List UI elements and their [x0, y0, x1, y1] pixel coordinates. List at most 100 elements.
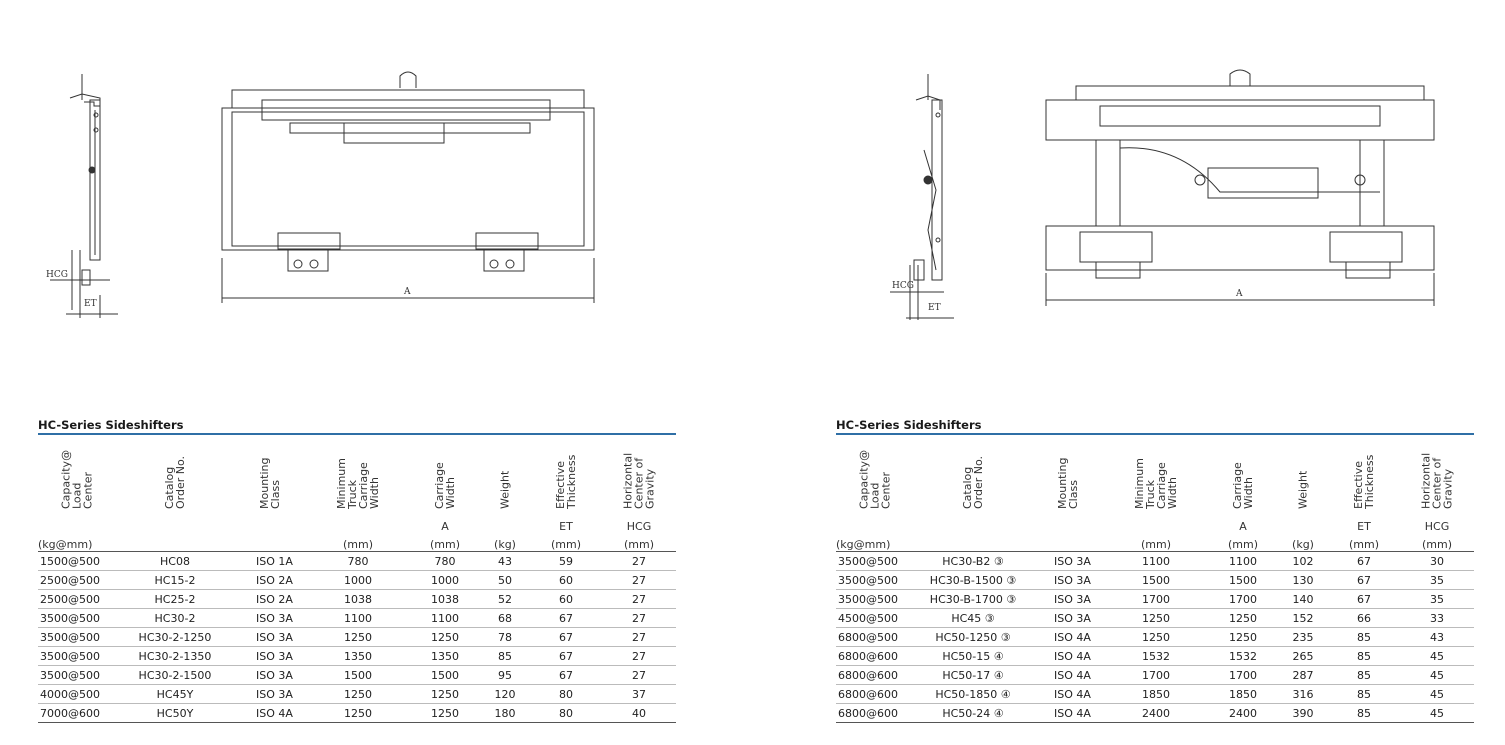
col-unit	[234, 533, 306, 552]
col-letter: A	[441, 520, 449, 533]
table-cell: 80	[530, 703, 602, 723]
table-cell: HC30-B-1500 ③	[914, 570, 1032, 590]
table-cell: 3500@500	[836, 589, 914, 609]
table-cell: 33	[1400, 608, 1474, 628]
table-cell: 67	[530, 665, 602, 685]
table-cell: 152	[1278, 608, 1328, 628]
table-cell: 85	[1328, 646, 1400, 666]
table-cell: 27	[602, 589, 676, 609]
table-cell: 60	[530, 570, 602, 590]
col-letter	[116, 517, 234, 533]
table-cell: 1500	[1104, 570, 1208, 590]
table-cell: 1500	[1208, 570, 1278, 590]
col-header-capacity: Capacity@ Load Center	[59, 449, 95, 509]
table-cell: 1100	[306, 608, 410, 628]
col-header-capacity: Capacity@ Load Center	[857, 449, 893, 509]
table-cell: 1038	[410, 589, 480, 609]
table-cell: HC50-24 ④	[914, 703, 1032, 723]
table-cell: 1250	[306, 627, 410, 647]
col-unit: (mm)	[1400, 533, 1474, 552]
table-cell: 1700	[1104, 589, 1208, 609]
table-cell: ISO 4A	[1032, 627, 1104, 647]
table-cell: 3500@500	[38, 627, 116, 647]
table-cell: HC50Y	[116, 703, 234, 723]
table-cell: ISO 3A	[1032, 551, 1104, 571]
table-cell: 27	[602, 627, 676, 647]
table-cell: 68	[480, 608, 530, 628]
col-letter	[914, 517, 1032, 533]
col-header-min-width: Minimum Truck Carriage Width	[335, 458, 381, 509]
col-unit: (kg@mm)	[38, 533, 116, 552]
table-cell: 52	[480, 589, 530, 609]
table-cell: 1500@500	[38, 551, 116, 571]
table-cell: 1250	[306, 703, 410, 723]
table-cell: 3500@500	[38, 665, 116, 685]
table-cell: 7000@600	[38, 703, 116, 723]
dim-et-label: ET	[84, 299, 97, 309]
table-cell: ISO 2A	[234, 589, 306, 609]
table-cell: 1100	[1104, 551, 1208, 571]
col-letter: HCG	[626, 520, 652, 533]
col-letter	[480, 517, 530, 533]
table-cell: 3500@500	[836, 551, 914, 571]
table-cell: 1250	[1208, 608, 1278, 628]
table-cell: 1250	[1208, 627, 1278, 647]
col-header-thickness: Effective Thickness	[554, 454, 578, 509]
title-rule	[38, 433, 676, 435]
table-cell: 180	[480, 703, 530, 723]
table-cell: 45	[1400, 703, 1474, 723]
table-cell: 85	[1328, 627, 1400, 647]
col-unit: (mm)	[410, 533, 480, 552]
table-cell: ISO 3A	[234, 684, 306, 704]
table-cell: 45	[1400, 646, 1474, 666]
table-cell: 1850	[1104, 684, 1208, 704]
col-letter	[1032, 517, 1104, 533]
col-unit: (mm)	[306, 533, 410, 552]
right-front-view-drawing: A	[1040, 68, 1440, 313]
col-letter	[306, 517, 410, 533]
table-cell: 66	[1328, 608, 1400, 628]
table-cell: 85	[480, 646, 530, 666]
table-cell: 67	[530, 646, 602, 666]
table-cell: ISO 4A	[1032, 665, 1104, 685]
table-cell: 1100	[1208, 551, 1278, 571]
table-cell: 27	[602, 551, 676, 571]
table-cell: 1350	[306, 646, 410, 666]
table-cell: 1700	[1208, 665, 1278, 685]
table-cell: 1350	[410, 646, 480, 666]
dim-a-label: A	[403, 287, 411, 297]
table-cell: 67	[530, 627, 602, 647]
table-cell: 3500@500	[38, 608, 116, 628]
table-cell: ISO 3A	[234, 627, 306, 647]
col-header-mounting: Mounting Class	[1056, 457, 1080, 510]
table-cell: 1850	[1208, 684, 1278, 704]
col-letter	[38, 517, 116, 533]
title-rule	[836, 433, 1474, 435]
table-cell: HC30-2-1500	[116, 665, 234, 685]
table-cell: 67	[1328, 589, 1400, 609]
col-unit	[1032, 533, 1104, 552]
table-cell: 85	[1328, 684, 1400, 704]
col-header-carriage-width: Carriage Width	[1231, 462, 1255, 509]
col-unit: (kg)	[1278, 533, 1328, 552]
table-cell: 1700	[1104, 665, 1208, 685]
table-cell: 50	[480, 570, 530, 590]
table-cell: 2500@500	[38, 570, 116, 590]
table-cell: ISO 1A	[234, 551, 306, 571]
table-cell: 6800@600	[836, 646, 914, 666]
table-cell: 1000	[410, 570, 480, 590]
table-cell: 85	[1328, 703, 1400, 723]
col-unit: (mm)	[530, 533, 602, 552]
col-header-thickness: Effective Thickness	[1352, 454, 1376, 509]
table-cell: ISO 3A	[1032, 608, 1104, 628]
table-cell: 130	[1278, 570, 1328, 590]
table-cell: 102	[1278, 551, 1328, 571]
